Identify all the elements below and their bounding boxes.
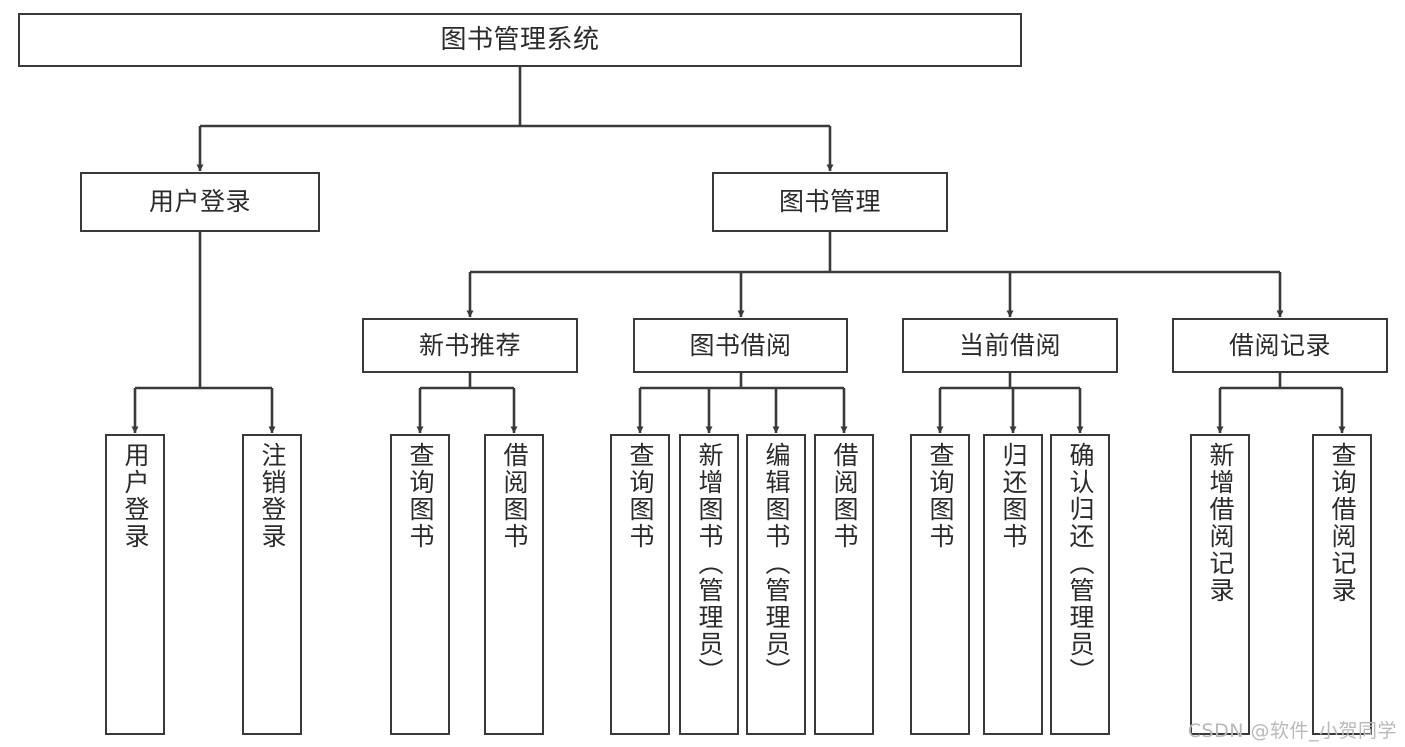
node-label: 确认归还（管理员） <box>1066 442 1095 685</box>
node-label: 图书管理 <box>778 187 881 217</box>
node-leaf_edit: 编辑图书（管理员） <box>746 434 806 735</box>
node-leaf_b2: 借阅图书 <box>814 434 874 735</box>
node-label: 图书借阅 <box>689 330 792 360</box>
node-leaf_qrec: 查询借阅记录 <box>1312 434 1372 735</box>
node-l2_rec: 借阅记录 <box>1172 318 1388 373</box>
node-leaf_conf: 确认归还（管理员） <box>1050 434 1110 735</box>
node-l2_new: 新书推荐 <box>362 318 578 373</box>
node-label: 归还图书 <box>999 442 1028 550</box>
node-root: 图书管理系统 <box>18 13 1022 67</box>
node-leaf_q3: 查询图书 <box>910 434 970 735</box>
node-label: 注销登录 <box>258 442 287 550</box>
node-label: 借阅图书 <box>500 442 529 550</box>
node-l1_book: 图书管理 <box>712 172 948 232</box>
node-label: 查询图书 <box>626 442 655 550</box>
node-l2_borrow: 图书借阅 <box>633 318 848 373</box>
node-label: 用户登录 <box>121 442 150 550</box>
node-leaf_q1: 查询图书 <box>390 434 450 735</box>
node-leaf_q2: 查询图书 <box>610 434 670 735</box>
node-label: 查询图书 <box>926 442 955 550</box>
node-label: 查询借阅记录 <box>1328 442 1357 604</box>
node-leaf_login: 用户登录 <box>105 434 165 735</box>
node-label: 图书管理系统 <box>440 24 600 55</box>
node-label: 借阅图书 <box>830 442 859 550</box>
node-l2_cur: 当前借阅 <box>902 318 1118 373</box>
node-label: 新增借阅记录 <box>1206 442 1235 604</box>
node-label: 查询图书 <box>406 442 435 550</box>
node-label: 新增图书（管理员） <box>695 442 724 685</box>
node-label: 借阅记录 <box>1228 330 1331 360</box>
node-label: 新书推荐 <box>418 330 521 360</box>
node-label: 用户登录 <box>148 187 251 217</box>
node-l1_user: 用户登录 <box>80 172 320 232</box>
node-label: 编辑图书（管理员） <box>762 442 791 685</box>
node-label: 当前借阅 <box>958 330 1061 360</box>
node-leaf_add: 新增图书（管理员） <box>679 434 739 735</box>
watermark-label: CSDN @软件_小贺同学 <box>1187 720 1397 742</box>
node-leaf_ret: 归还图书 <box>983 434 1043 735</box>
node-leaf_logout: 注销登录 <box>242 434 302 735</box>
node-leaf_addrec: 新增借阅记录 <box>1190 434 1250 735</box>
node-leaf_b1: 借阅图书 <box>484 434 544 735</box>
